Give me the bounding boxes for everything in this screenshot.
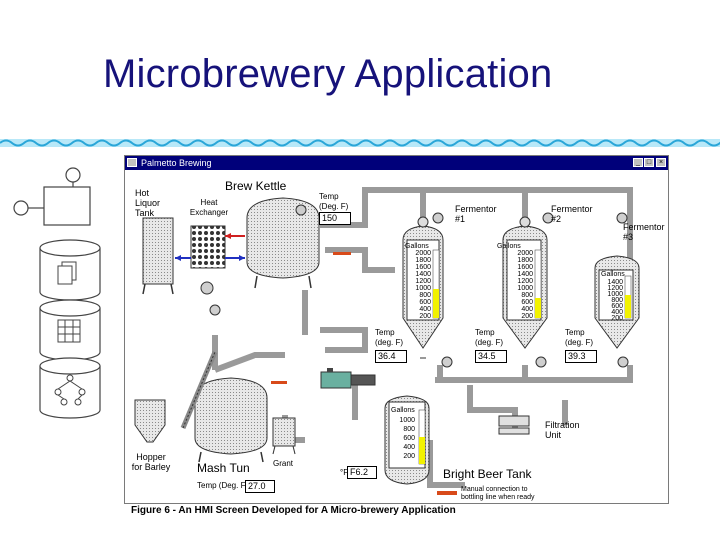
bright-temp-label: °F bbox=[340, 468, 349, 477]
left-icons bbox=[13, 167, 101, 419]
mash-temp-label: Temp (Deg. F) bbox=[197, 481, 249, 490]
hot-liquor-tank bbox=[142, 217, 174, 295]
bright-beer-tank bbox=[384, 395, 457, 495]
scale-tick-label: 1200 bbox=[607, 285, 623, 292]
scale-tick-label: 1600 bbox=[415, 264, 431, 271]
fermenter-1-temp-label: Temp (deg. F) bbox=[375, 328, 404, 347]
heat-exchanger-label: Heat Exchanger bbox=[189, 198, 229, 217]
window-titlebar: Palmetto Brewing _ □ × bbox=[125, 156, 668, 170]
document-store-icon bbox=[39, 239, 101, 301]
scale-tick-label: 400 bbox=[419, 306, 431, 313]
fermenter-1-level bbox=[433, 289, 439, 318]
barley-hopper bbox=[134, 399, 166, 443]
hmi-window: Palmetto Brewing _ □ × bbox=[124, 155, 669, 504]
fermenter-3 bbox=[594, 255, 640, 349]
scale-tick-label: 1200 bbox=[517, 278, 533, 285]
window-title: Palmetto Brewing bbox=[141, 158, 212, 168]
fermenter-2-temp-value: 34.5 bbox=[475, 350, 507, 363]
scale-tick-label: 400 bbox=[521, 306, 533, 313]
scale-tick-label: 800 bbox=[521, 292, 533, 299]
kettle-temp-value: 150 bbox=[319, 212, 351, 225]
fermenter-1-label: Fermentor #1 bbox=[455, 204, 497, 224]
scale-tick-label: 2000 bbox=[415, 250, 431, 257]
process-block-icon bbox=[13, 167, 91, 226]
scale-tick-label: 1800 bbox=[517, 257, 533, 264]
close-button[interactable]: × bbox=[656, 158, 666, 167]
table-store-icon bbox=[39, 299, 101, 361]
fermenter-2-label: Fermentor #2 bbox=[551, 204, 593, 224]
scale-tick-label: 800 bbox=[403, 426, 415, 433]
fermenter-3-temp-value: 39.3 bbox=[565, 350, 597, 363]
figure-caption: Figure 6 - An HMI Screen Developed for A… bbox=[131, 505, 456, 516]
scale-tick-label: 600 bbox=[403, 435, 415, 442]
scale-tick-label: 1800 bbox=[415, 257, 431, 264]
scale-tick-label: 800 bbox=[611, 297, 623, 304]
scale-tick-label: 200 bbox=[403, 453, 415, 460]
bright-temp-value: F6.2 bbox=[347, 466, 377, 479]
maximize-button[interactable]: □ bbox=[644, 158, 654, 167]
brew-kettle-label: Brew Kettle bbox=[225, 179, 287, 193]
bright-beer-level bbox=[419, 437, 425, 464]
scale-tick-label: 1200 bbox=[415, 278, 431, 285]
grant-vessel bbox=[272, 417, 296, 455]
system-menu-icon[interactable] bbox=[127, 158, 137, 167]
minimize-button[interactable]: _ bbox=[633, 158, 643, 167]
scale-tick-label: 200 bbox=[521, 313, 533, 320]
bright-beer-label: Bright Beer Tank bbox=[443, 467, 532, 481]
fermenter-3-label: Fermentor #3 bbox=[623, 222, 665, 242]
scale-tick-label: 1000 bbox=[517, 285, 533, 292]
bright-beer-gallons-label: Gallons bbox=[391, 407, 415, 414]
fermenter-1 bbox=[402, 216, 444, 359]
fermenter-2-gallons-label: Gallons bbox=[497, 243, 521, 250]
valves bbox=[200, 212, 629, 368]
fermenter-2-level bbox=[535, 298, 541, 318]
fermenter-1-temp-value: 36.4 bbox=[375, 350, 407, 363]
filtration-label: Filtration Unit bbox=[545, 420, 580, 440]
scale-tick-label: 1400 bbox=[517, 271, 533, 278]
scale-tick-label: 1400 bbox=[415, 271, 431, 278]
fermenter-3-gallons-label: Gallons bbox=[601, 271, 625, 278]
bright-beer-scale: 1000 800 600 400 200 bbox=[391, 416, 415, 461]
mash-tun-label: Mash Tun bbox=[197, 461, 250, 475]
fermenter-2-temp-label: Temp (deg. F) bbox=[475, 328, 504, 347]
network-store-icon bbox=[39, 357, 101, 419]
scale-tick-label: 200 bbox=[419, 313, 431, 320]
scale-tick-label: 400 bbox=[403, 444, 415, 451]
fermenter-1-gallons-label: Gallons bbox=[405, 243, 429, 250]
scale-tick-label: 1000 bbox=[607, 291, 623, 298]
transfer-pump bbox=[320, 368, 376, 389]
decorative-rule bbox=[0, 139, 720, 147]
scale-tick-label: 600 bbox=[521, 299, 533, 306]
kettle-temp-label: Temp (Deg. F) bbox=[319, 192, 349, 211]
scale-tick-label: 400 bbox=[611, 309, 623, 316]
slide-title: Microbrewery Application bbox=[103, 52, 553, 96]
scale-tick-label: 600 bbox=[419, 299, 431, 306]
scale-tick-label: 1400 bbox=[607, 279, 623, 286]
heat-exchanger bbox=[175, 225, 245, 269]
fermenter-3-temp-label: Temp (deg. F) bbox=[565, 328, 594, 347]
scale-tick-label: 2000 bbox=[517, 250, 533, 257]
hopper-label: Hopper for Barley bbox=[131, 452, 171, 472]
filtration-unit bbox=[498, 415, 530, 435]
scale-tick-label: 200 bbox=[611, 315, 623, 322]
hot-liquor-tank-label: Hot Liquor Tank bbox=[135, 188, 161, 218]
scale-tick-label: 1600 bbox=[517, 264, 533, 271]
scale-tick-label: 600 bbox=[611, 303, 623, 310]
scale-tick-label: 1000 bbox=[415, 285, 431, 292]
process-diagram: Hot Liquor Tank Heat Exchanger Brew Kett… bbox=[125, 170, 668, 503]
mash-tun bbox=[180, 351, 287, 463]
scale-tick-label: 1000 bbox=[399, 417, 415, 424]
fermenter-2 bbox=[502, 216, 548, 349]
brew-kettle bbox=[246, 197, 351, 289]
manual-connection-note: Manual connection to bottling line when … bbox=[461, 486, 535, 501]
mash-temp-value: 27.0 bbox=[245, 480, 275, 493]
scale-tick-label: 800 bbox=[419, 292, 431, 299]
grant-label: Grant bbox=[273, 459, 294, 468]
fermenter-3-level bbox=[625, 295, 631, 318]
